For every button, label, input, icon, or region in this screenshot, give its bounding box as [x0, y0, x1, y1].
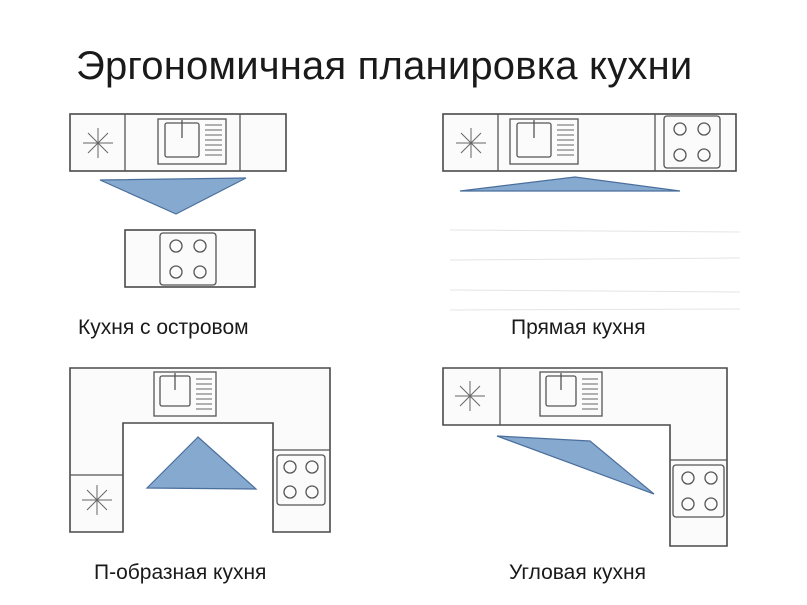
u-shaped-kitchen-plan	[69, 367, 331, 533]
counter	[442, 367, 728, 547]
sink-icon	[153, 371, 217, 417]
island-kitchen-plan	[69, 113, 287, 288]
counter	[69, 367, 331, 533]
caption-island-kitchen: Кухня с островом	[78, 316, 249, 339]
fridge-star-icon	[455, 381, 485, 411]
caption-corner-kitchen: Угловая кухня	[509, 561, 646, 584]
stove-icon	[159, 232, 217, 286]
work-triangle	[496, 435, 655, 495]
page-title: Эргономичная планировка кухни	[76, 44, 693, 88]
straight-kitchen-plan	[442, 113, 737, 192]
stove-icon	[672, 464, 725, 518]
stove-icon	[276, 454, 326, 506]
floor-texture	[449, 229, 741, 311]
counter	[442, 113, 737, 172]
sink-icon	[157, 118, 227, 165]
island	[124, 229, 256, 288]
stove-icon	[663, 115, 721, 169]
work-triangle	[145, 436, 258, 490]
sink-icon	[509, 118, 579, 165]
work-triangle	[99, 177, 247, 215]
sink-icon	[539, 371, 603, 417]
caption-u-shaped-kitchen: П-образная кухня	[94, 561, 267, 584]
work-triangle	[459, 176, 681, 192]
fridge-star-icon	[83, 128, 113, 158]
fridge-star-icon	[456, 128, 486, 158]
caption-straight-kitchen: Прямая кухня	[511, 316, 646, 339]
fridge-star-icon	[82, 485, 112, 515]
corner-kitchen-plan	[442, 367, 728, 547]
